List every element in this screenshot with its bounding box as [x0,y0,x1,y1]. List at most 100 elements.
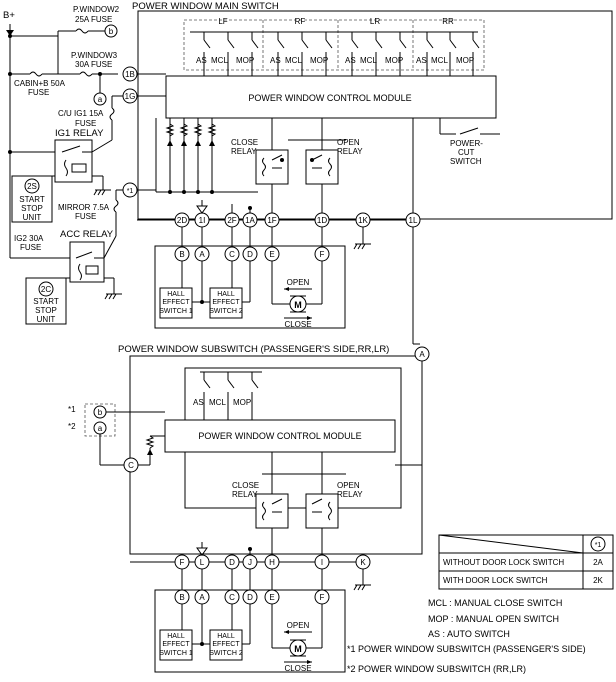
subswitch: POWER WINDOW SUBSWITCH (PASSENGER'S SIDE… [68,344,430,591]
hall2-t2: EFFECT [212,299,240,306]
sub-connector-L: L [200,558,205,567]
ss1-text-3: UNIT [23,213,42,222]
sub-connector-H: H [269,558,275,567]
connector-b-label: b [109,27,114,36]
hall-switch-2 [209,287,243,319]
main-close-relay [255,149,289,185]
main-motor-unit: B A C D E F HALL EFFECT SWITCH 1 HALL EF… [154,227,346,329]
motor2-conn-F: F [320,593,325,602]
note-1: *1 POWER WINDOW SUBSWITCH (PASSENGER'S S… [347,644,586,654]
motor1-conn-D: D [247,250,253,259]
power-cut-label-3: SWITCH [450,157,482,166]
ss2-text-2: STOP [35,306,57,315]
sub-star2: *2 [68,422,76,431]
legend-as: AS : AUTO SWITCH [428,629,510,639]
hall4-t3: SWITCH 2 [209,650,243,657]
lr-label: LR [370,17,380,26]
motor1-conn-A: A [199,250,205,259]
switches-rr: AS MCL MOP [416,32,480,76]
sub-control-module [164,419,396,453]
main-switch: POWER WINDOW MAIN SWITCH LF RF LR RR AS … [132,1,613,345]
lf-mop: MOP [236,56,254,65]
table-row1-label: WITHOUT DOOR LOCK SWITCH [443,558,564,567]
connector-1L-label: 1L [409,216,418,225]
table-row2-label: WITH DOOR LOCK SWITCH [443,576,548,585]
sub-motor-unit: B A C D E F HALL EFFECT SWITCH 1 HALL EF… [154,569,346,673]
ss2-text-1: START [33,297,59,306]
lf-as: AS [196,56,207,65]
open-relay-label-2: RELAY [337,147,363,156]
switches-lr: AS MCL MOP [345,32,407,76]
hall3-t3: SWITCH 1 [159,650,193,657]
hall3-t1: HALL [167,633,185,640]
motor2-conn-B: B [179,593,184,602]
motor1-conn-B: B [179,250,184,259]
motor2-conn-C: C [229,593,235,602]
sub-connector-a: a [98,424,103,433]
sub-mcl: MCL [209,398,226,407]
motor1-close: CLOSE [284,320,311,329]
sub-connector-K: K [360,558,366,567]
motor2-letter: M [294,644,302,654]
sub-hall-switch-2 [209,629,243,661]
hall3-t2: EFFECT [162,641,190,648]
connector-table: *1 WITHOUT DOOR LOCK SWITCH 2A WITH DOOR… [438,534,614,590]
rf-mop: MOP [310,56,328,65]
pw2-label: P.WINDOW2 [73,5,120,14]
legend: MCL : MANUAL CLOSE SWITCH MOP : MANUAL O… [347,598,586,674]
sub-mop: MOP [233,398,251,407]
power-cut-label-2: CUT [458,148,475,157]
hall4-t1: HALL [217,633,235,640]
rf-as: AS [270,56,281,65]
connector-2C-label: 2C [41,285,51,294]
acc-relay-label: ACC RELAY [60,229,114,240]
rr-as: AS [416,56,427,65]
sub-connector-F: F [180,558,185,567]
power-cut-label: POWER- [450,139,483,148]
acc-relay [69,241,105,283]
sub-connector-D: D [229,558,235,567]
rf-label: RF [295,17,306,26]
main-control-module-label: POWER WINDOW CONTROL MODULE [248,93,411,103]
motor1-conn-C: C [229,250,235,259]
motor1-conn-E: E [269,250,274,259]
cabin-label-2: FUSE [28,88,49,97]
close-relay-label: CLOSE [231,138,258,147]
connector-2S [24,178,40,194]
ig1-relay-label: IG1 RELAY [55,128,104,139]
connector-2D-label: 2D [177,216,187,225]
table-row2-value: 2K [593,576,603,585]
hall2-t3: SWITCH 2 [209,308,243,315]
legend-mcl: MCL : MANUAL CLOSE SWITCH [428,598,562,608]
connector-2S-label: 2S [27,182,37,191]
lf-label: LF [218,17,227,26]
sub-hall-switch-1 [159,629,193,661]
resistor-array [137,118,258,194]
mirror-label-2: FUSE [75,212,96,221]
ss2-text-3: UNIT [37,315,56,324]
connector-2F-label: 2F [227,216,236,225]
note-2: *2 POWER WINDOW SUBSWITCH (RR,LR) [347,664,526,674]
ig2-label: IG2 30A [14,234,44,243]
motor1-conn-F: F [320,250,325,259]
lr-as: AS [345,56,356,65]
cabin-label: CABIN+B 50A [14,79,66,88]
subswitch-title: POWER WINDOW SUBSWITCH (PASSENGER'S SIDE… [118,344,389,355]
sub-close-relay-label-2: RELAY [232,490,258,499]
sub-connector-A-label: A [419,350,425,359]
ig2-label-2: FUSE [20,243,41,252]
rr-mop: MOP [456,56,474,65]
pw3-label-2: 30A FUSE [75,60,112,69]
ss1-text-1: START [19,195,45,204]
connector-a [93,92,107,106]
rf-mcl: MCL [285,56,302,65]
connector-b [104,24,118,38]
motor2-conn-E: E [269,593,274,602]
sub-connector-b: b [98,408,103,417]
rr-mcl: MCL [431,56,448,65]
connector-star1-label: *1 [127,188,134,195]
hall1-t3: SWITCH 1 [159,308,193,315]
connector-a-label: a [98,95,103,104]
motor2-close: CLOSE [284,664,311,673]
